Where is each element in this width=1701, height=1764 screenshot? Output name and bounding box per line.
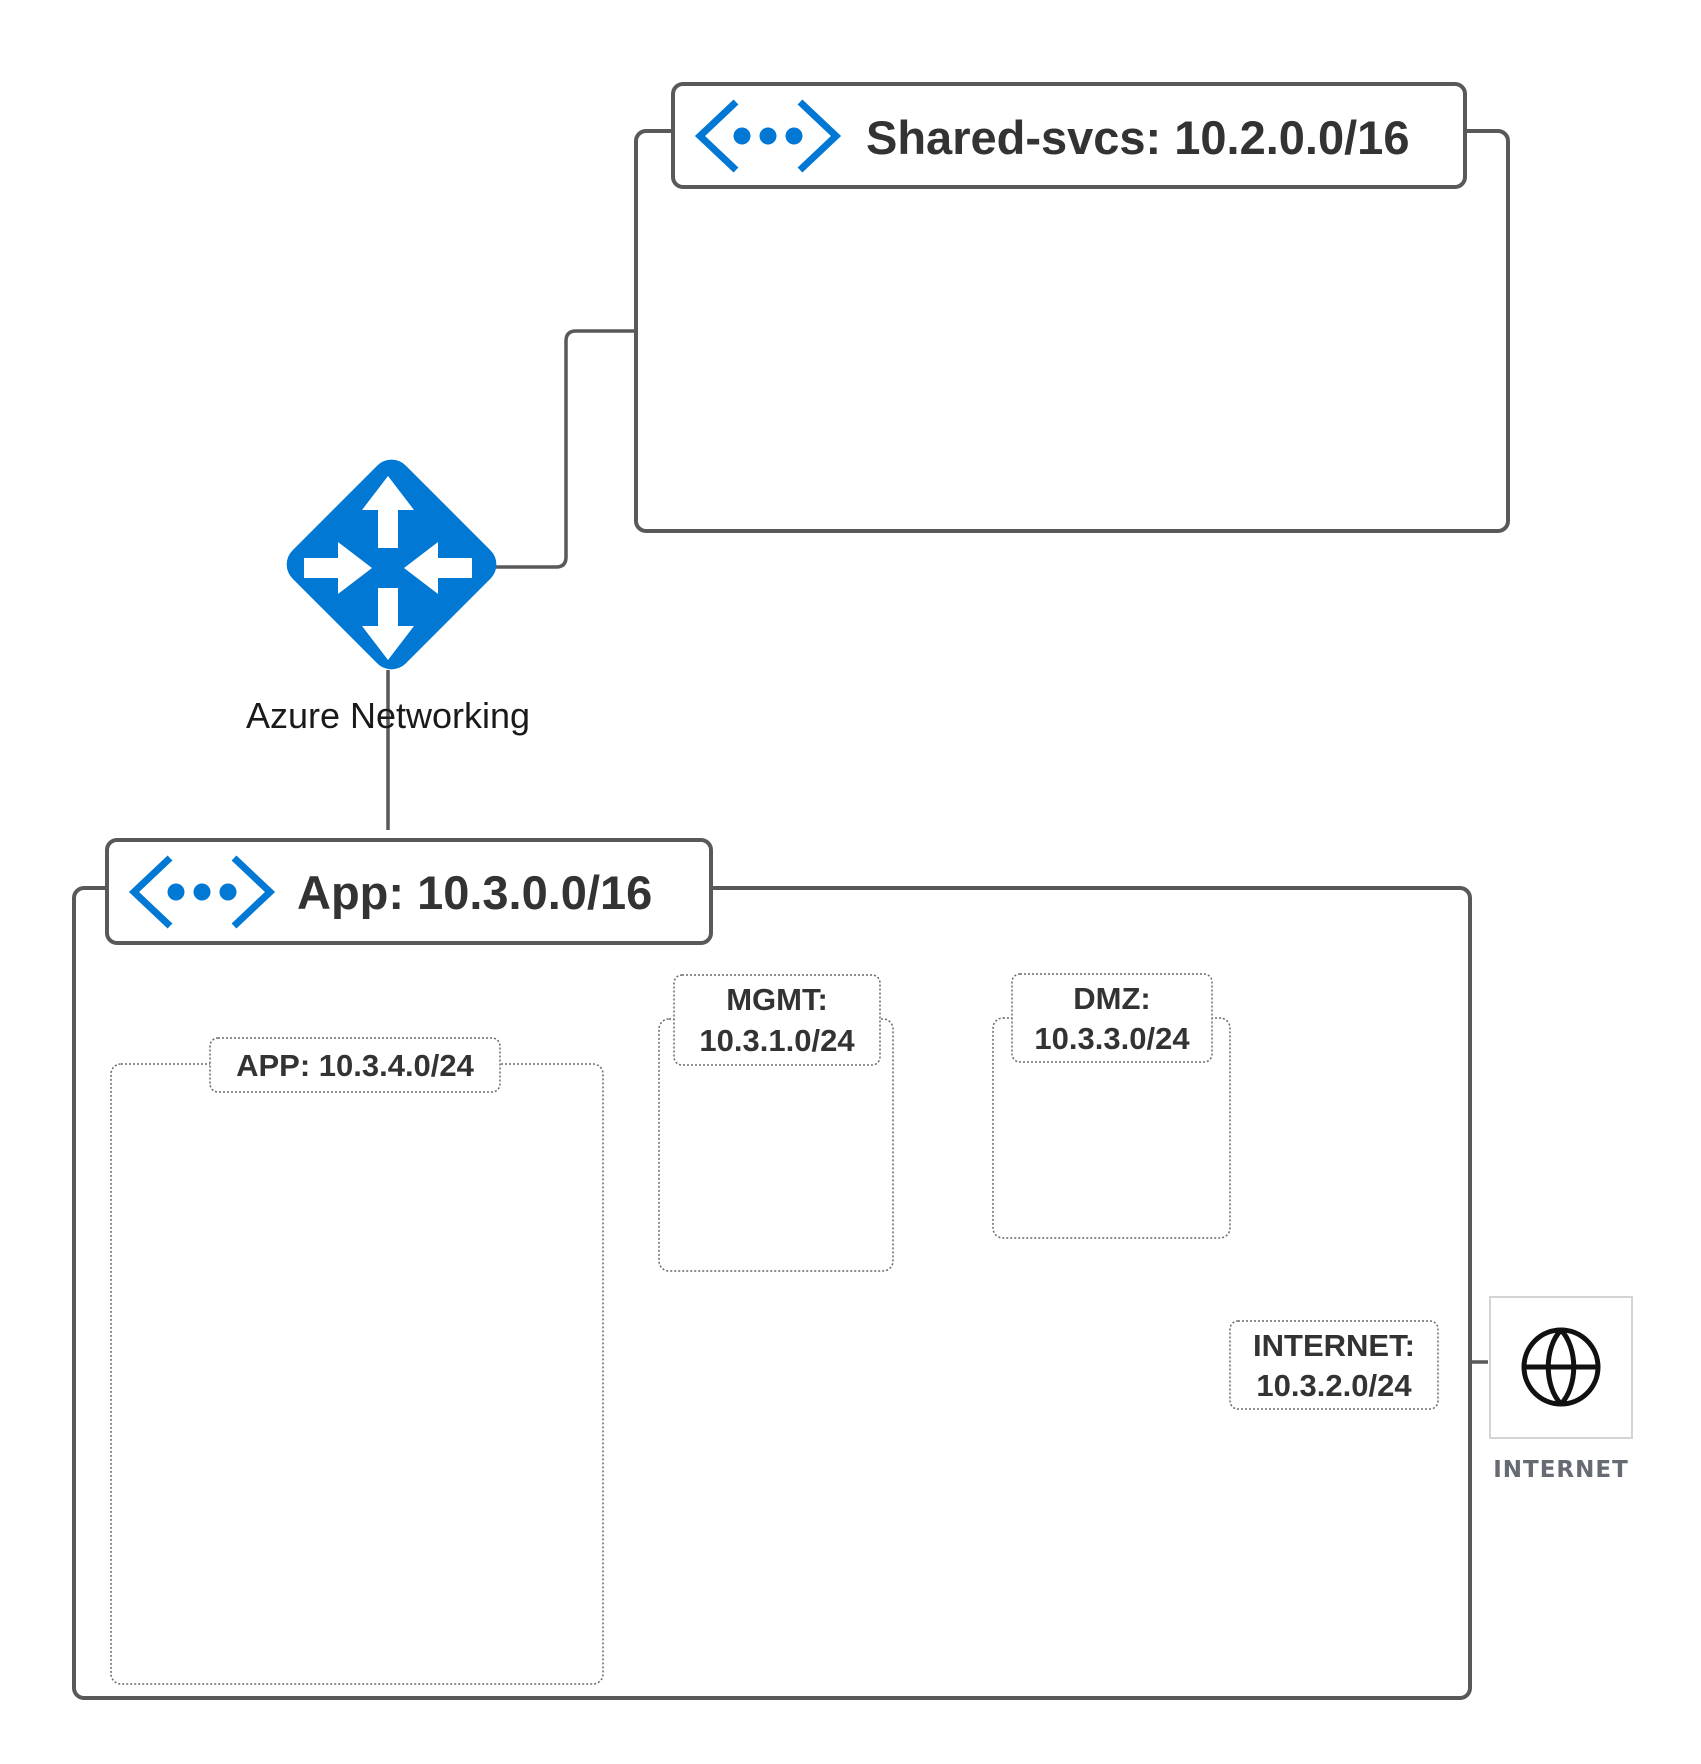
subnet-app-label: APP: 10.3.4.0/24 <box>236 1048 475 1083</box>
azure-networking-label: Azure Networking <box>246 695 530 736</box>
virtual-network-icon <box>694 99 842 173</box>
subnet-internet-label-line2: 10.3.2.0/24 <box>1256 1368 1412 1403</box>
subnet-app-label-box <box>209 1037 501 1093</box>
shared-svcs-vnet-frame <box>634 129 1510 533</box>
shared-svcs-title: Shared-svcs: 10.2.0.0/16 <box>866 111 1409 164</box>
app-vnet[interactable]: App: 10.3.0.0/16 APP: 10.3.4.0/24 MGMT: … <box>72 838 1472 1700</box>
subnet-dmz[interactable]: DMZ: 10.3.3.0/24 <box>992 973 1231 1239</box>
connector-router-to-shared <box>495 329 640 569</box>
subnet-mgmt-label-line1: MGMT: <box>726 982 828 1017</box>
subnet-internet-label-line1: INTERNET: <box>1253 1328 1415 1363</box>
subnet-app[interactable]: APP: 10.3.4.0/24 <box>110 1037 604 1685</box>
subnet-dmz-label-box <box>1011 973 1213 1063</box>
subnet-mgmt-label-line2: 10.3.1.0/24 <box>699 1023 855 1058</box>
shared-svcs-header <box>671 82 1467 189</box>
internet-node-label: INTERNET <box>1493 1457 1629 1483</box>
virtual-network-icon <box>128 855 276 929</box>
subnet-dmz-label-line1: DMZ: <box>1073 981 1150 1016</box>
azure-load-balancer-icon <box>286 459 497 670</box>
subnet-mgmt-label-box <box>673 974 881 1066</box>
subnet-internet-label-box <box>1229 1320 1439 1410</box>
azure-networking-node[interactable]: Azure Networking <box>246 451 530 736</box>
shared-svcs-vnet[interactable]: Shared-svcs: 10.2.0.0/16 <box>634 82 1510 533</box>
app-vnet-title: App: 10.3.0.0/16 <box>297 866 652 919</box>
subnet-mgmt-frame <box>658 1018 894 1272</box>
subnet-internet[interactable]: INTERNET: 10.3.2.0/24 <box>1229 1320 1439 1410</box>
subnet-dmz-label-line2: 10.3.3.0/24 <box>1034 1021 1190 1056</box>
internet-node[interactable]: INTERNET <box>1489 1296 1633 1483</box>
subnet-mgmt[interactable]: MGMT: 10.3.1.0/24 <box>658 974 894 1272</box>
globe-icon <box>1521 1327 1601 1407</box>
subnet-app-frame <box>110 1063 604 1685</box>
app-vnet-header <box>105 838 713 945</box>
